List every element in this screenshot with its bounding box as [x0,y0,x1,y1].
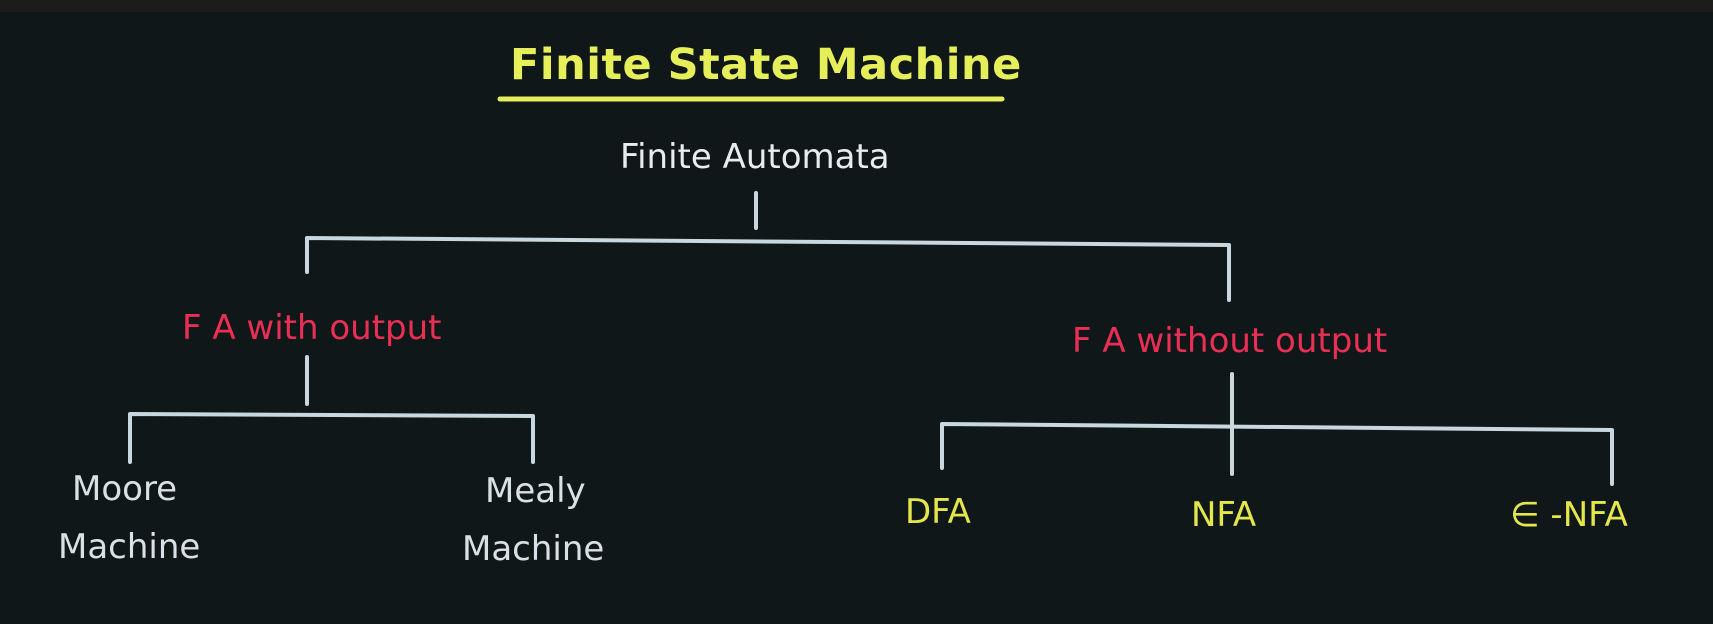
branch-without-output-label: F A without output [1072,321,1388,361]
moore-line2: Machine [58,527,201,567]
moore-line1: Moore [72,469,178,509]
root-node-label: Finite Automata [620,137,890,177]
mealy-line1: Mealy [485,471,586,511]
nfa-label: NFA [1191,495,1257,535]
root-connector [305,236,1231,302]
dfa-label: DFA [905,492,971,532]
mealy-machine-label: Mealy Machine [462,462,604,578]
mealy-line2: Machine [462,529,605,569]
diagram-title: Finite State Machine [510,40,1022,90]
top-bar [0,0,1713,12]
epsilon-nfa-label: ∈ -NFA [1510,495,1628,535]
moore-machine-label: Moore Machine [58,460,200,576]
branch-with-output-label: F A with output [182,308,442,348]
right-children-connector [940,422,1614,486]
left-children-connector [128,412,535,464]
